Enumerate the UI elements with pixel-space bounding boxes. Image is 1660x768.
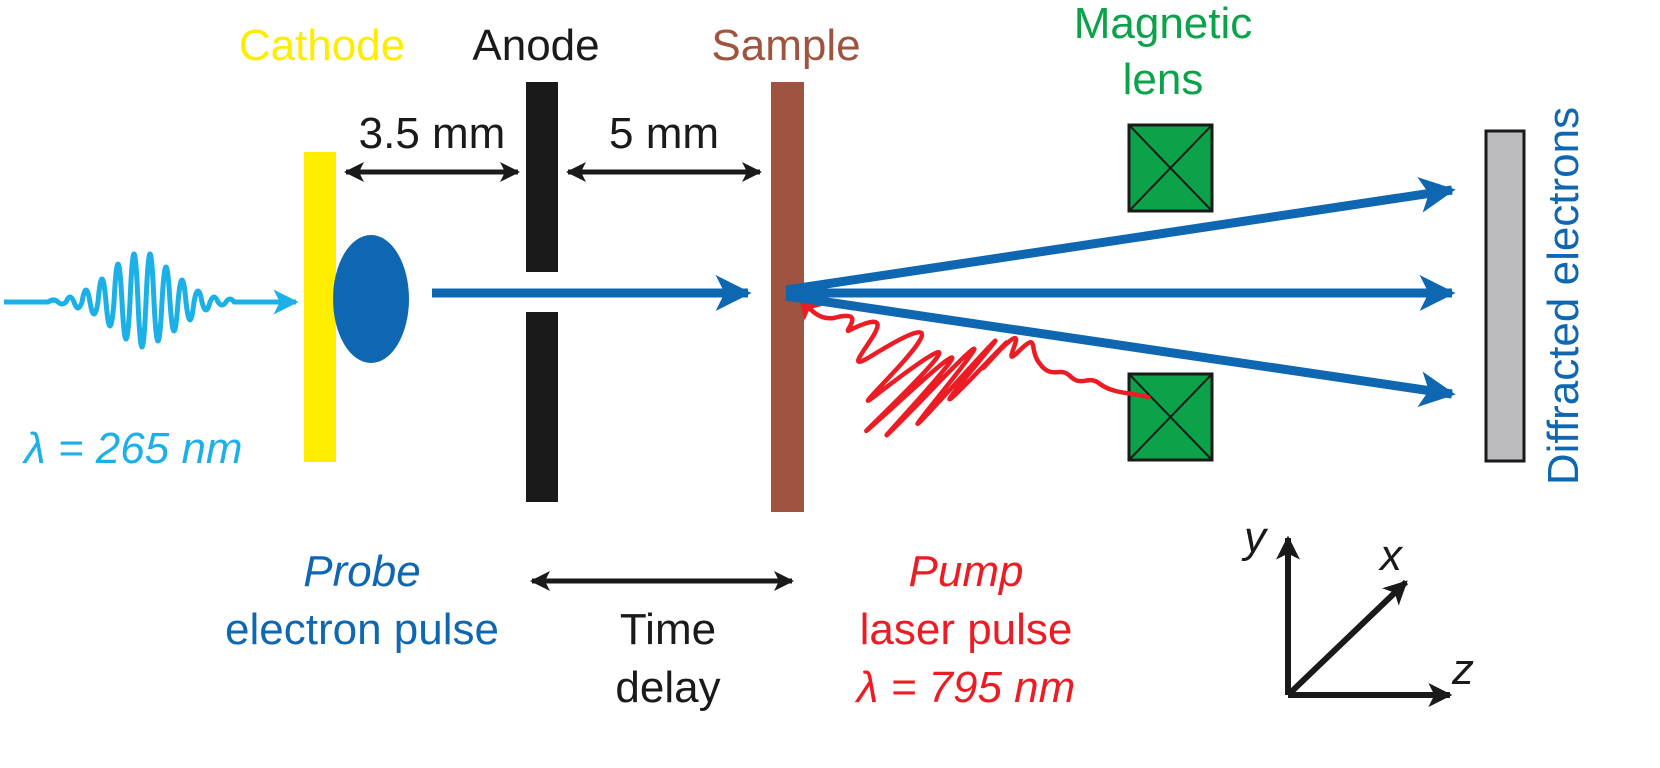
uv-wave-packet-icon xyxy=(4,251,299,350)
cathode-label: Cathode xyxy=(239,21,405,70)
pump-laser-pulse-icon xyxy=(798,296,1151,438)
electron-bunch xyxy=(333,235,409,363)
detector-label: Diffracted electrons xyxy=(1539,107,1588,485)
anode-plate-top xyxy=(526,82,558,272)
magnetic-lens-label-line1: Magnetic xyxy=(1074,0,1253,48)
magnetic-lens-bottom-icon xyxy=(1127,372,1214,462)
time-delay-label-line1: Time xyxy=(620,605,716,654)
pump-wavelength-label: λ = 795 nm xyxy=(855,663,1076,712)
probe-label: Probe xyxy=(303,547,420,596)
gap-anode-sample-label: 5 mm xyxy=(609,109,719,158)
cathode-plate xyxy=(304,152,336,462)
diffracted-beam-lower xyxy=(785,291,1456,408)
axis-z-label: z xyxy=(1451,645,1474,694)
sample-label: Sample xyxy=(711,21,860,70)
magnetic-lens-label-line2: lens xyxy=(1123,55,1204,104)
axis-x-label: x xyxy=(1378,531,1404,580)
detector-screen xyxy=(1484,129,1526,463)
magnetic-lens-top-icon xyxy=(1127,123,1214,213)
pump-sub-label: laser pulse xyxy=(860,605,1073,654)
gap-cathode-anode-label: 3.5 mm xyxy=(359,109,506,158)
axis-y-label: y xyxy=(1241,513,1269,562)
diffracted-beam-upper xyxy=(785,177,1456,295)
probe-sub-label: electron pulse xyxy=(225,605,499,654)
anode-plate-bottom xyxy=(526,312,558,502)
anode-label: Anode xyxy=(472,21,599,70)
probe-wavelength-label: λ = 265 nm xyxy=(22,424,243,473)
pump-label: Pump xyxy=(909,547,1024,596)
time-delay-label-line2: delay xyxy=(615,663,720,712)
coordinate-axes-icon xyxy=(1276,535,1453,707)
